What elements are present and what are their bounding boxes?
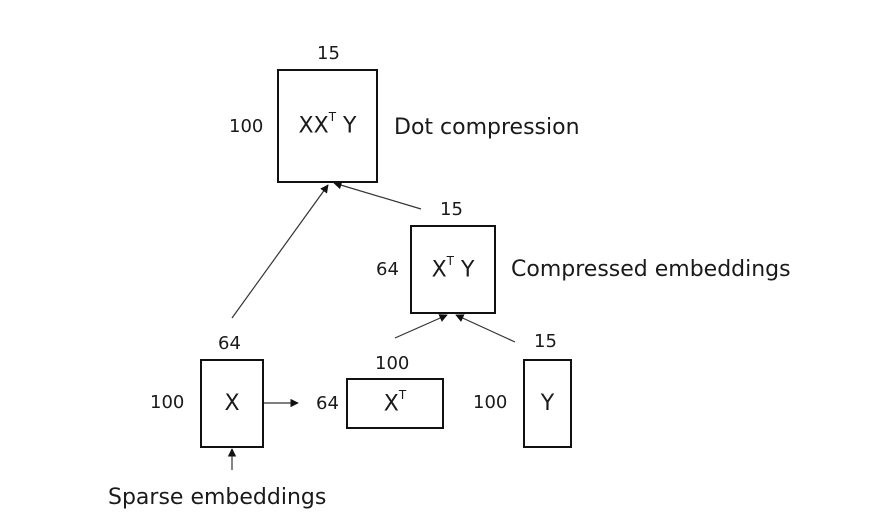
dot-compression-label: XXT Y bbox=[298, 110, 357, 139]
x-label: X bbox=[224, 391, 240, 416]
y-height-dim: 100 bbox=[473, 392, 508, 413]
y-box: Y bbox=[523, 359, 572, 448]
x-width-dim: 64 bbox=[218, 333, 241, 354]
y-width-dim: 15 bbox=[534, 331, 557, 352]
dot-compression-box: XXT Y bbox=[277, 69, 378, 183]
arrow-compressed-to-dot bbox=[333, 181, 422, 210]
x-box: X bbox=[200, 359, 264, 448]
xt-width-dim: 100 bbox=[375, 353, 410, 374]
dot-height-dim: 100 bbox=[229, 116, 264, 137]
dot-compression-caption: Dot compression bbox=[394, 115, 580, 140]
compressed-width-dim: 15 bbox=[440, 199, 463, 220]
arrow-y-to-compressed bbox=[455, 314, 516, 343]
y-label: Y bbox=[540, 391, 555, 416]
compressed-caption: Compressed embeddings bbox=[511, 257, 791, 282]
compressed-label: XT Y bbox=[431, 253, 475, 283]
xt-box: XT bbox=[346, 378, 444, 429]
xt-label: XT bbox=[383, 387, 407, 417]
dot-width-dim: 15 bbox=[317, 43, 340, 64]
compressed-height-dim: 64 bbox=[376, 259, 399, 280]
x-height-dim: 100 bbox=[150, 392, 185, 413]
arrow-x-to-dot bbox=[231, 184, 329, 319]
compressed-box: XT Y bbox=[410, 225, 496, 314]
sparse-caption: Sparse embeddings bbox=[108, 485, 327, 510]
xt-height-dim: 64 bbox=[316, 393, 339, 414]
arrow-xt-to-compressed bbox=[394, 314, 448, 339]
